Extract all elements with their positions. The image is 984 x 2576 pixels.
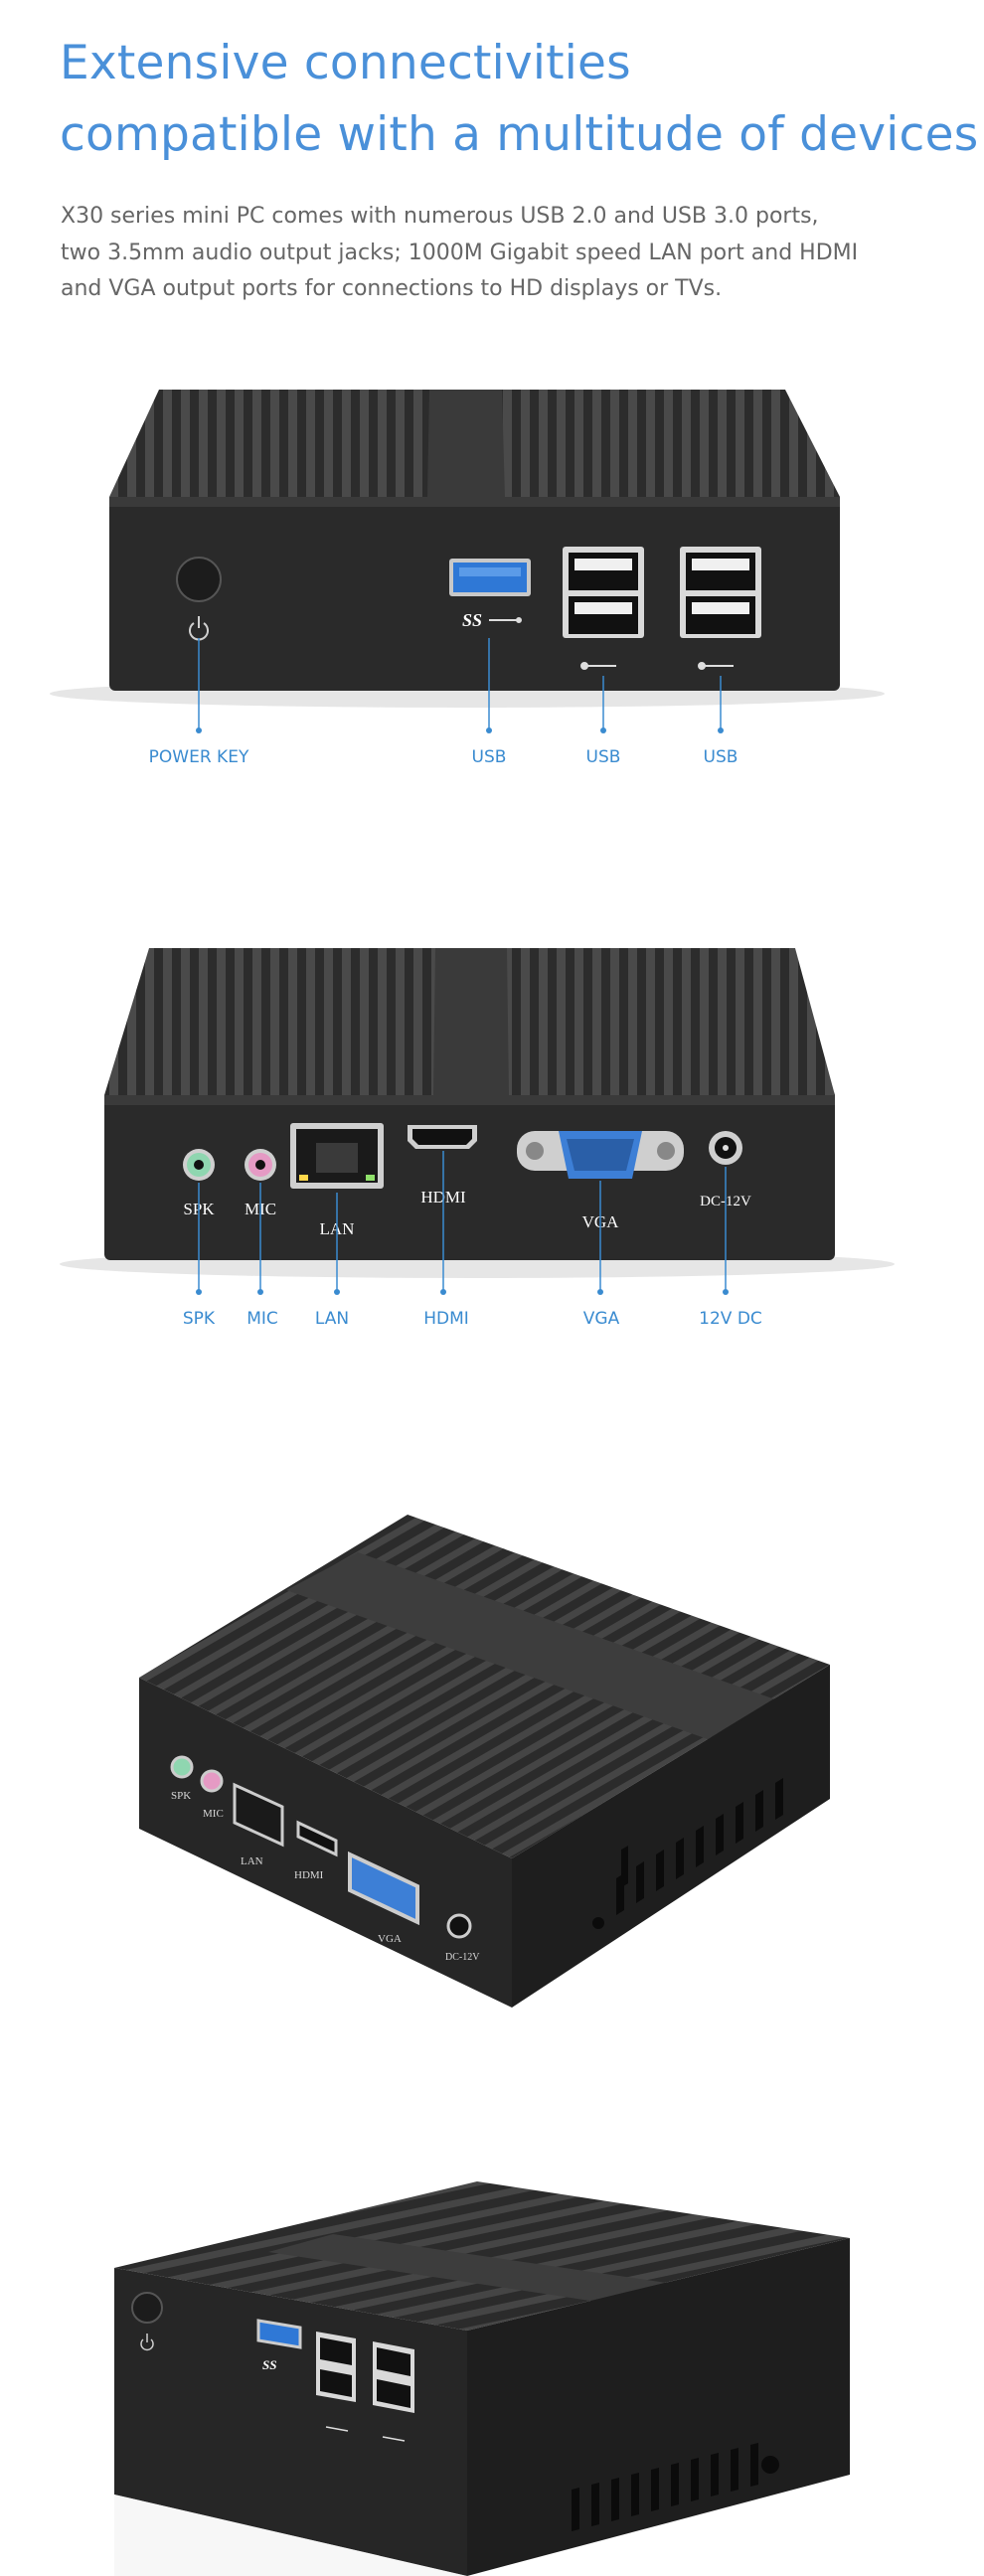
- iso-center-plate: [286, 1552, 775, 1739]
- vga-port: [517, 1131, 684, 1179]
- usb2-symbol-icon-1: [580, 662, 616, 670]
- iso-side-face: [467, 2238, 850, 2576]
- iso-power-button: [131, 2292, 163, 2324]
- iso-side-vents: [572, 2443, 758, 2531]
- lan-port: [290, 1123, 384, 1189]
- iso-vga-port: [348, 1851, 419, 1926]
- iso-mic-jack: [200, 1769, 224, 1793]
- mic-jack: [245, 1149, 276, 1181]
- iso-center-plate: [268, 2234, 701, 2308]
- usb2-stack-1: [563, 547, 644, 638]
- iso-silk-lan: LAN: [241, 1855, 263, 1867]
- iso-dc-jack: [446, 1913, 472, 1939]
- description-line-1: X30 series mini PC comes with numerous U…: [61, 204, 819, 229]
- heatsink-center-plate: [427, 390, 505, 497]
- iso-hdmi-port: [296, 1820, 338, 1857]
- iso-usb3-logo: SS: [262, 2357, 276, 2372]
- iso-silk-hdmi: HDMI: [294, 1869, 324, 1881]
- callout-spk: SPK: [183, 1309, 216, 1329]
- dc-jack: [709, 1131, 742, 1165]
- usb3-port: [449, 559, 531, 596]
- headline: Extensive connectivities compatible with…: [60, 28, 978, 171]
- front-panel-photo: SS POWER KEY USB USB USB: [0, 378, 984, 795]
- callout-usb-3: USB: [704, 747, 738, 767]
- iso-spk-jack: [170, 1755, 194, 1779]
- rear-panel-photo: SPK MIC LAN HDMI VGA DC-12V SPK MIC LAN …: [0, 944, 984, 1362]
- callout-vga: VGA: [583, 1309, 620, 1329]
- callout-power-key: POWER KEY: [149, 747, 249, 767]
- iso-usb3-port: [256, 2319, 302, 2349]
- power-button: [176, 557, 222, 602]
- iso-silk-mic: MIC: [203, 1808, 224, 1820]
- iso-lan-port: [233, 1782, 284, 1848]
- iso-usb2-stack-1: [316, 2332, 356, 2402]
- product-description: X30 series mini PC comes with numerous U…: [61, 199, 858, 308]
- callout-mic: MIC: [246, 1309, 278, 1329]
- rear-callout-lines: [198, 1151, 727, 1292]
- usb2-stack-2: [680, 547, 761, 638]
- callout-hdmi: HDMI: [423, 1309, 469, 1329]
- callout-lan: LAN: [315, 1309, 349, 1329]
- callout-12v-dc: 12V DC: [699, 1309, 762, 1329]
- iso-usb2-stack-2: [373, 2341, 414, 2413]
- usb3-logo: SS: [462, 610, 482, 630]
- iso-front-photo: SS: [0, 2167, 984, 2576]
- description-line-2: two 3.5mm audio output jacks; 1000M Giga…: [61, 240, 859, 265]
- spk-jack: [183, 1149, 215, 1181]
- iso-usb2-symbol-icons: [325, 2426, 406, 2442]
- iso-side-face: [512, 1665, 830, 2008]
- iso-silk-dc: DC-12V: [445, 1952, 480, 1963]
- iso-rear-photo: SPK MIC LAN HDMI VGA DC-12V: [0, 1501, 984, 2037]
- description-line-3: and VGA output ports for connections to …: [61, 276, 723, 301]
- callout-usb-1: USB: [472, 747, 507, 767]
- heatsink-center-plate: [433, 948, 509, 1095]
- iso-silk-spk: SPK: [171, 1790, 191, 1802]
- usb2-symbol-icon-2: [698, 662, 734, 670]
- iso-power-icon: [140, 2334, 154, 2351]
- iso-top-fins: [139, 1515, 830, 1858]
- front-callout-lines: [198, 638, 722, 730]
- usb3-symbol-icon: [489, 617, 522, 623]
- iso-silk-vga: VGA: [378, 1933, 402, 1945]
- headline-line-1: Extensive connectivities: [60, 36, 631, 90]
- hdmi-port: [408, 1125, 477, 1149]
- callout-usb-2: USB: [586, 747, 621, 767]
- headline-line-2: compatible with a multitude of devices: [60, 107, 979, 162]
